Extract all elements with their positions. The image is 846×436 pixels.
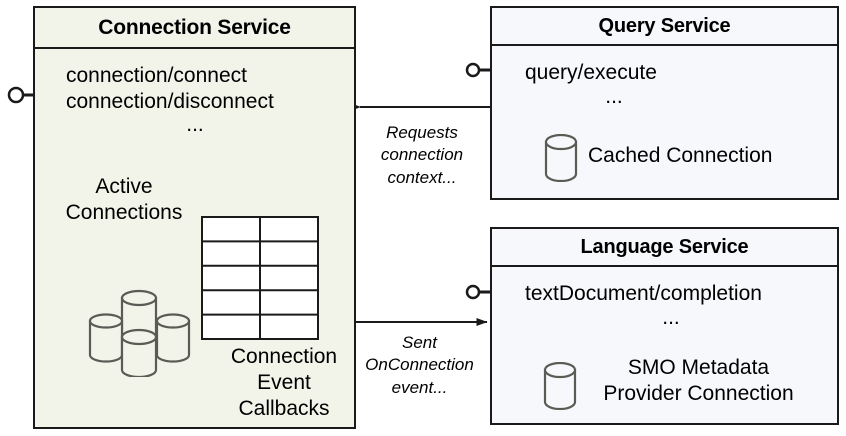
callbacks-line-1: Connection <box>230 345 338 368</box>
edge-label-line-2: connection <box>380 145 464 165</box>
api-ellipsis: ... <box>605 84 623 108</box>
component-language-service[interactable]: Language Service textDocument/completion… <box>490 227 839 425</box>
lollipop-circle-icon <box>465 62 481 78</box>
api-item: connection/disconnect <box>66 89 274 113</box>
callbacks-line-2: Event <box>257 371 311 395</box>
connection-service-body: connection/connect connection/disconnect… <box>35 49 354 427</box>
api-ellipsis: ... <box>186 113 204 137</box>
cached-connection-label: Cached Connection <box>588 144 773 167</box>
language-service-body: textDocument/completion ... SMO Metadata… <box>492 267 837 423</box>
callbacks-line-3: Callbacks <box>238 397 330 421</box>
api-item: connection/connect <box>66 64 247 87</box>
cached-connection-database-icon <box>544 134 578 182</box>
lollipop-circle-icon <box>465 284 481 300</box>
edge-label-line-1: Sent <box>402 333 437 352</box>
api-ellipsis: ... <box>662 305 680 329</box>
cylinder-icon <box>88 313 124 363</box>
connection-event-callbacks-table-icon <box>201 216 319 340</box>
edge-label-line-1: Requests <box>386 123 458 142</box>
query-service-api-list: query/execute ... <box>525 60 703 107</box>
lollipop-circle-icon <box>7 86 25 104</box>
edge-label-line-3: context... <box>387 167 457 187</box>
active-connections-line-2: Connections <box>65 201 183 225</box>
edge-label-sent-onconnection-event: Sent OnConnection event... <box>352 332 487 399</box>
api-item: textDocument/completion <box>525 282 762 305</box>
connection-service-api-list: connection/connect connection/disconnect… <box>66 63 324 135</box>
language-service-api-list: textDocument/completion ... <box>525 281 817 328</box>
connection-service-title: Connection Service <box>35 8 354 49</box>
active-connections-line-1: Active <box>95 175 153 198</box>
cylinder-icon <box>120 328 158 377</box>
resource-line-1: SMO Metadata <box>627 356 770 379</box>
edge-label-requests-connection-context: Requests connection context... <box>358 122 486 189</box>
component-query-service[interactable]: Query Service query/execute ... Cached C… <box>490 6 839 200</box>
active-connections-label: Active Connections <box>41 174 207 226</box>
language-service-title: Language Service <box>492 229 837 267</box>
active-connections-cylinder-stack-icon <box>88 289 191 377</box>
cylinder-icon <box>155 313 191 363</box>
edge-label-line-2: OnConnection <box>365 355 474 375</box>
resource-line-2: Provider Connection <box>603 382 794 406</box>
query-service-body: query/execute ... Cached Connection <box>492 46 837 198</box>
smo-metadata-provider-database-icon <box>543 362 577 410</box>
query-service-title: Query Service <box>492 8 837 46</box>
connection-event-callbacks-label: Connection Event Callbacks <box>211 344 357 422</box>
smo-metadata-provider-label: SMO Metadata Provider Connection <box>586 355 811 407</box>
edge-label-line-3: event... <box>391 377 448 397</box>
api-item: query/execute <box>525 61 657 84</box>
component-connection-service[interactable]: Connection Service connection/connect co… <box>33 6 356 429</box>
